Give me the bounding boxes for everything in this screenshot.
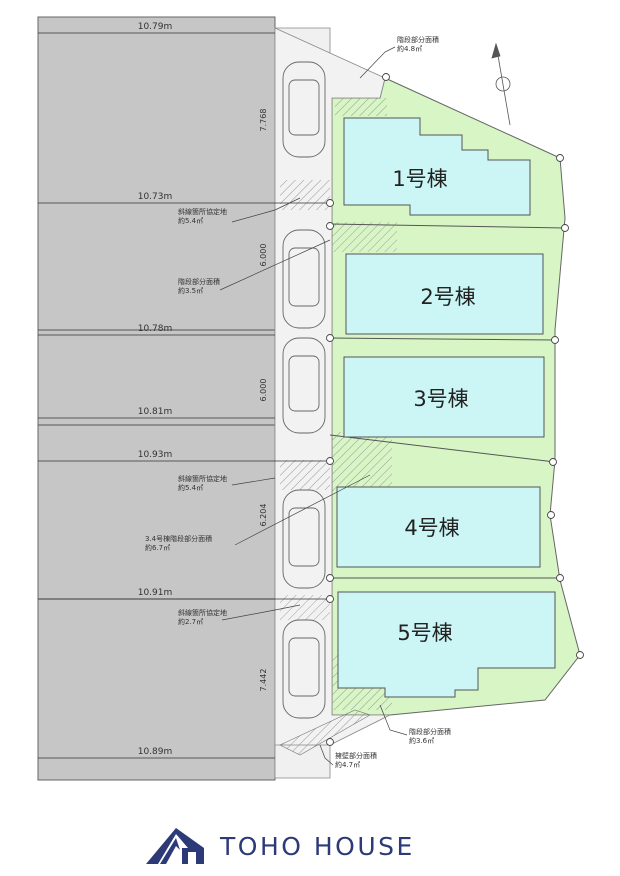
building-2-footprint	[345, 253, 544, 335]
building-label-4: 4号棟	[404, 516, 459, 540]
corner-cut-3-area: 約2.7㎡	[178, 617, 203, 626]
corner-cut-2-title: 斜線箇所協定地	[178, 474, 227, 483]
depth-labels: 7.768 6.000 6.000 6.204 7.442	[259, 109, 268, 692]
width-label-7: 10.89m	[138, 747, 173, 757]
lot-divisions	[329, 223, 566, 579]
depth-label-2: 6.000	[259, 244, 268, 267]
north-arrow-icon	[491, 42, 511, 126]
building-4-footprint	[336, 486, 541, 568]
corner-cut-1-title: 斜線箇所協定地	[178, 207, 227, 216]
building-label-2: 2号棟	[420, 285, 475, 309]
stairs-top-note-title: 階段部分面積	[397, 35, 439, 44]
building-label-1: 1号棟	[392, 167, 447, 191]
building-3-footprint	[343, 356, 545, 438]
car-outline-3	[282, 337, 326, 434]
width-label-3: 10.78m	[138, 324, 173, 334]
building-1-footprint	[343, 117, 531, 216]
annotations: 階段部分面積 約4.8㎡ 斜線箇所協定地 約5.4㎡ 階段部分面積 約3.5㎡ …	[145, 35, 451, 769]
boundary-pegs	[326, 73, 584, 746]
stairs-2-area: 約3.5㎡	[178, 286, 203, 295]
neighbor-lots	[37, 16, 276, 781]
stairs-34-area: 約6.7㎡	[145, 543, 170, 552]
stairs-34-title: 3.4号棟階段部分面積	[145, 534, 212, 543]
retaining-wall-area: 約4.7㎡	[335, 760, 360, 769]
parking-cars	[282, 61, 326, 719]
corner-cut-3-title: 斜線箇所協定地	[178, 608, 227, 617]
building-5-footprint	[337, 591, 556, 698]
width-label-1: 10.79m	[138, 22, 173, 32]
building-label-3: 3号棟	[413, 387, 468, 411]
stairs-top-note-area: 約4.8㎡	[397, 44, 422, 53]
brand-name: TOHO HOUSE	[220, 831, 415, 861]
width-label-4: 10.81m	[138, 407, 173, 417]
stairs-2-title: 階段部分面積	[178, 277, 220, 286]
stairs-bottom-area: 約3.6㎡	[409, 736, 434, 745]
width-labels: 10.79m 10.73m 10.78m 10.81m 10.93m 10.91…	[138, 22, 173, 757]
building-labels: 1号棟 2号棟 3号棟 4号棟 5号棟	[392, 167, 475, 645]
leader-lines	[219, 46, 408, 766]
width-dimensions	[38, 32, 330, 759]
depth-label-5: 7.442	[259, 669, 268, 692]
corner-cut-2-area: 約5.4㎡	[178, 483, 203, 492]
house-icon	[146, 828, 204, 864]
depth-label-4: 6.204	[259, 504, 268, 527]
car-outline-4	[282, 489, 326, 589]
depth-label-1: 7.768	[259, 109, 268, 132]
width-label-6: 10.91m	[138, 588, 173, 598]
brand-logo: TOHO HOUSE	[146, 826, 415, 866]
corner-cut-1-area: 約5.4㎡	[178, 216, 203, 225]
car-outline-2	[282, 229, 326, 329]
stairs-bottom-title: 階段部分面積	[409, 727, 451, 736]
width-label-2: 10.73m	[138, 192, 173, 202]
car-outline-5	[282, 619, 326, 719]
retaining-wall-title: 擁壁部分面積	[335, 751, 377, 760]
buildings	[336, 117, 556, 698]
building-label-5: 5号棟	[397, 621, 452, 645]
car-outline-1	[282, 61, 326, 158]
depth-label-3: 6.000	[259, 379, 268, 402]
width-label-5: 10.93m	[138, 450, 173, 460]
